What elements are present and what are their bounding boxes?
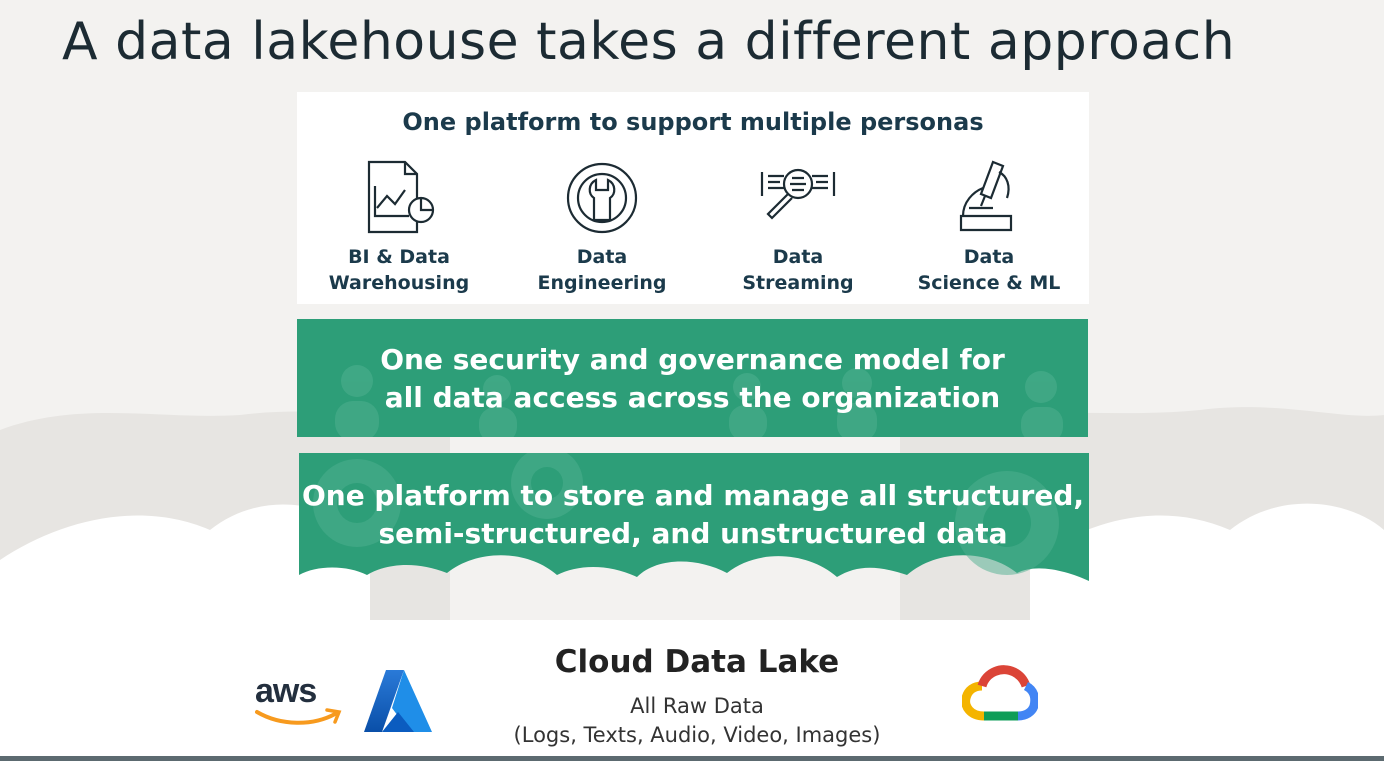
aws-smile-icon (255, 708, 342, 725)
persona-engineering: Data Engineering (512, 158, 692, 296)
persona-label: Data Science & ML (917, 246, 1061, 294)
google-cloud-logo-icon (962, 665, 1038, 721)
aws-logo-text: aws (255, 672, 317, 710)
data-lake-title: Cloud Data Lake (554, 644, 840, 680)
storage-band-shape (299, 453, 1089, 581)
data-lake-subtitle: All Raw Data (Logs, Texts, Audio, Video,… (513, 694, 881, 747)
persona-streaming: Data Streaming (708, 158, 888, 296)
aws-logo: aws (255, 672, 345, 732)
persona-label: Data Streaming (742, 246, 854, 294)
people-watermark (335, 365, 1063, 437)
personas-title: One platform to support multiple persona… (402, 108, 984, 136)
governance-band: One security and governance model for al… (297, 319, 1088, 437)
persona-bi: BI & Data Warehousing (309, 158, 489, 296)
storage-text: One platform to store and manage all str… (301, 479, 1085, 550)
personas-panel: One platform to support multiple persona… (297, 92, 1089, 304)
azure-logo-icon (364, 670, 432, 732)
report-chart-icon (367, 160, 435, 234)
gear-wrench-icon (566, 162, 638, 234)
persona-science: Data Science & ML (899, 158, 1079, 296)
bottom-bar (0, 756, 1384, 761)
stream-magnifier-icon (760, 168, 836, 220)
governance-text: One security and governance model for al… (380, 343, 1005, 414)
slide-title: A data lakehouse takes a different appro… (62, 12, 1236, 72)
microscope-icon (959, 160, 1013, 232)
persona-label: Data Engineering (537, 246, 667, 294)
storage-band: One platform to store and manage all str… (297, 453, 1089, 613)
persona-label: BI & Data Warehousing (328, 246, 470, 294)
